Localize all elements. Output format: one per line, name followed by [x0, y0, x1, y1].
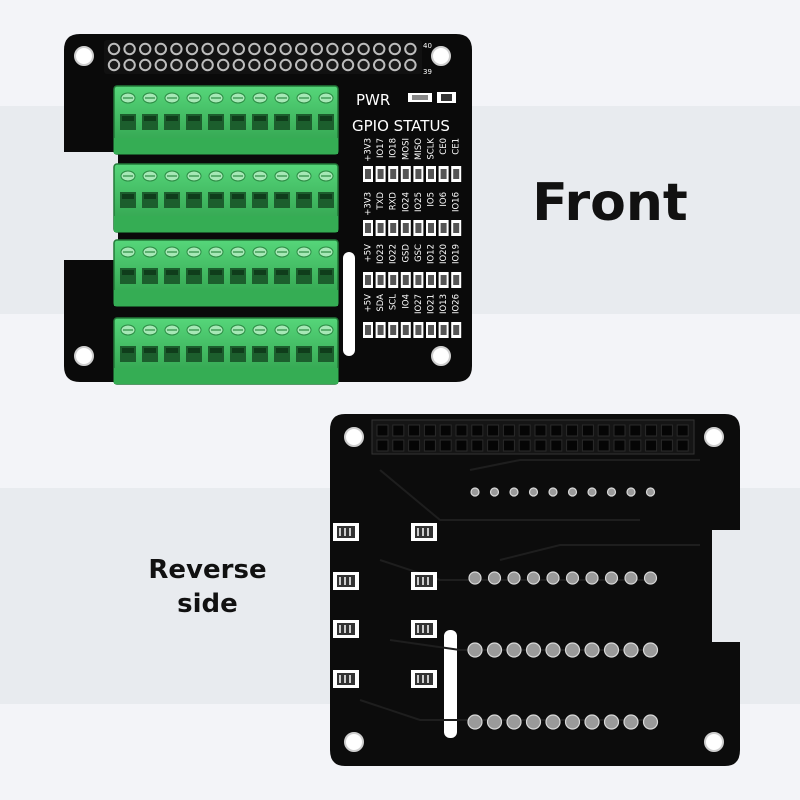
gpio-pin-label: IO17: [376, 138, 386, 158]
solder-joint: [506, 714, 522, 730]
solder-joint: [643, 571, 658, 585]
solder-joint: [467, 714, 483, 730]
gpio-pin-label: IO26: [452, 294, 462, 314]
solder-joint: [545, 714, 561, 730]
gpio-pin-label: SDA: [376, 294, 386, 312]
gpio-pin-label: IO20: [439, 244, 449, 264]
solder-joint: [623, 642, 639, 658]
gpio-pin-label: IO12: [427, 244, 437, 264]
reverse-traces: [359, 459, 700, 721]
gpio-pin-label: MOSI: [401, 138, 411, 160]
pwr-label: PWR: [356, 91, 390, 109]
gpio-pin-label: CE1: [452, 138, 462, 155]
solder-joint: [487, 571, 502, 585]
solder-joint: [486, 642, 503, 658]
solder-joint: [528, 487, 539, 497]
solder-joint: [624, 571, 638, 585]
gpio-pin-label: +3V3: [364, 138, 374, 162]
screw-terminal-blocks: [113, 85, 339, 385]
solder-joint: [545, 642, 561, 658]
gpio-pin-label: IO6: [439, 192, 449, 207]
solder-joint: [603, 642, 620, 658]
solder-joint: [606, 487, 617, 497]
reverse-slot: [444, 630, 457, 738]
gpio-pin-label: IO25: [414, 192, 424, 212]
solder-joint: [642, 642, 659, 658]
solder-joint: [642, 714, 659, 730]
solder-joint: [584, 642, 600, 658]
gpio-pin-label: CE0: [439, 138, 449, 155]
solder-joint: [623, 714, 639, 730]
front-mounting-holes: [74, 46, 451, 366]
gpio-pin-label: +5V: [364, 294, 374, 313]
gpio-pin-label: +3V3: [364, 192, 374, 216]
gpio-pin-label: IO23: [376, 244, 386, 264]
solder-joint: [584, 714, 600, 730]
solder-joint: [604, 571, 619, 585]
gpio-pin-label: SCL: [389, 294, 399, 310]
gpio-pin-label: RXD: [389, 192, 399, 211]
gpio-pin-label: IO16: [452, 192, 462, 212]
pin-39-label: 39: [423, 68, 432, 76]
front-slot: [343, 252, 355, 356]
solder-joint: [564, 642, 581, 658]
gpio-pin-label: GSC: [414, 244, 424, 262]
solder-joint: [470, 487, 480, 497]
solder-joint: [509, 487, 519, 497]
solder-joint: [564, 714, 581, 730]
solder-joint: [626, 487, 636, 497]
solder-joint: [645, 487, 656, 497]
gpio-pin-label: IO21: [427, 294, 437, 314]
reverse-board: [330, 414, 740, 766]
solder-joint: [565, 571, 580, 585]
front-caption: Front: [532, 173, 688, 233]
solder-joint: [603, 714, 620, 730]
pwr-led: [408, 92, 456, 103]
gpio-header-pins: [104, 40, 422, 74]
solder-joint: [546, 571, 560, 585]
gpio-pin-label: GSD: [401, 244, 411, 263]
solder-joint: [548, 487, 558, 497]
gpio-pin-label: IO22: [389, 244, 399, 264]
solder-joint: [489, 487, 500, 497]
reverse-pcb: [330, 414, 740, 766]
solder-joint: [567, 487, 578, 497]
reverse-caption-line-2: side: [177, 589, 238, 619]
reverse-gpio-socket: [371, 419, 695, 455]
gpio-pin-label: IO24: [401, 192, 411, 212]
solder-joint: [525, 714, 542, 730]
reverse-solder-joints: [467, 487, 659, 730]
solder-joint: [585, 571, 599, 585]
solder-joint: [525, 642, 542, 658]
gpio-pin-label: IO18: [389, 138, 399, 158]
gpio-pin-label: TXD: [376, 192, 386, 211]
reverse-caption: Reverse side: [130, 553, 285, 621]
gpio-pin-label: +5V: [364, 244, 374, 263]
gpio-pin-label: IO27: [414, 294, 424, 314]
reverse-smd-chips: [333, 523, 437, 688]
solder-joint: [486, 714, 503, 730]
gpio-pin-label: IO4: [401, 294, 411, 309]
solder-joint: [468, 571, 482, 585]
gpio-pin-label: IO5: [427, 192, 437, 207]
solder-joint: [526, 571, 541, 585]
pin-40-label: 40: [423, 42, 432, 50]
gpio-status-label: GPIO STATUS: [352, 117, 450, 135]
gpio-pin-label: SCLK: [427, 138, 437, 160]
gpio-pin-label: MISO: [414, 138, 424, 160]
gpio-pin-label: IO19: [452, 244, 462, 264]
solder-joint: [507, 571, 521, 585]
gpio-pin-label: IO13: [439, 294, 449, 314]
solder-joint: [467, 642, 483, 658]
reverse-caption-line-1: Reverse: [148, 555, 267, 585]
solder-joint: [587, 487, 597, 497]
solder-joint: [506, 642, 522, 658]
reverse-mounting-holes: [344, 427, 724, 752]
